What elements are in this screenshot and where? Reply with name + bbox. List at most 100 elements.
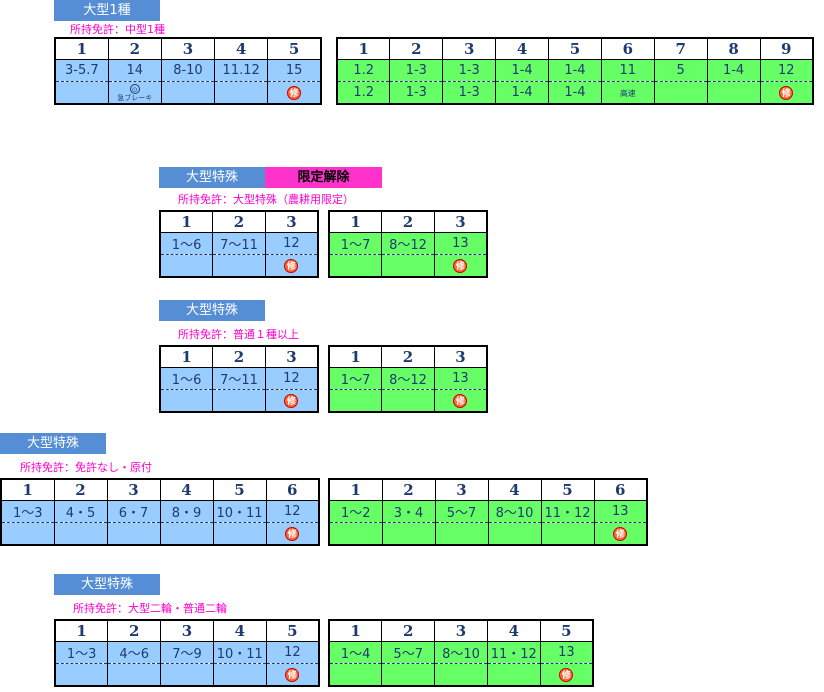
lesson-cell: 1-3 bbox=[442, 81, 496, 104]
lesson-cell bbox=[214, 81, 268, 104]
lesson-cell bbox=[434, 663, 488, 686]
lesson-cell bbox=[159, 522, 213, 545]
header-cell: 9 bbox=[759, 38, 813, 60]
section5-green-table: 1 2 3 4 5 1～4 5～7 8～10 11・12 13 修 bbox=[328, 619, 594, 687]
header-cell: 5 bbox=[265, 620, 319, 642]
lesson-cell: 1～3 bbox=[1, 500, 54, 523]
lesson-cell: 3・4 bbox=[381, 500, 435, 523]
section4-green-table: 1 2 3 4 5 6 1～2 3・4 5～7 8～10 11・12 13 修 bbox=[328, 478, 648, 546]
completion-mark-icon: 修 bbox=[285, 526, 300, 541]
lesson-cell: 8-10 bbox=[160, 59, 215, 82]
header-cell: 3 bbox=[433, 211, 487, 233]
lesson-cell bbox=[540, 522, 594, 545]
lesson-cell bbox=[434, 522, 488, 545]
lesson-cell: 1-4 bbox=[495, 81, 549, 104]
lesson-cell: 1～7 bbox=[329, 367, 382, 390]
lesson-cell bbox=[55, 81, 109, 104]
completion-mark-icon: 修 bbox=[779, 85, 794, 100]
header-cell: 5 bbox=[212, 479, 266, 501]
header-cell: 3 bbox=[264, 346, 318, 368]
header-cell: 3 bbox=[160, 620, 214, 642]
header-cell: 1 bbox=[337, 38, 390, 60]
lesson-cell bbox=[106, 522, 160, 545]
lesson-cell: 1.2 bbox=[337, 81, 390, 104]
lesson-cell: 1-3 bbox=[389, 59, 443, 82]
lesson-cell: 3-5.7 bbox=[55, 59, 109, 82]
lesson-cell: 1-4 bbox=[548, 81, 602, 104]
section2-badge: 限定解除 bbox=[265, 167, 382, 188]
lesson-cell: 11・12 bbox=[540, 500, 594, 523]
lesson-cell bbox=[53, 522, 107, 545]
section2-green-table: 1 2 3 1～7 8～12 13 修 bbox=[328, 210, 488, 278]
brake-label: 急ブレーキ bbox=[117, 94, 153, 102]
header-cell: 1 bbox=[1, 479, 54, 501]
lesson-cell: 1～2 bbox=[329, 500, 382, 523]
header-cell: 6 bbox=[600, 38, 655, 60]
lesson-cell: 1～4 bbox=[329, 641, 382, 664]
lesson-cell: 1-4 bbox=[495, 59, 549, 82]
section1-green-table: 1 2 3 4 5 6 7 8 9 1.2 1-3 1-3 1-4 1-4 11… bbox=[336, 37, 814, 105]
mark-cell: 修 bbox=[265, 522, 319, 545]
completion-mark-icon: 修 bbox=[613, 526, 628, 541]
header-cell: 2 bbox=[107, 620, 161, 642]
lesson-cell bbox=[160, 81, 215, 104]
lesson-cell bbox=[381, 254, 435, 277]
lesson-cell: 5～7 bbox=[381, 641, 435, 664]
lesson-cell: 13 bbox=[539, 641, 593, 664]
header-cell: 3 bbox=[264, 211, 318, 233]
header-cell: 5 bbox=[539, 620, 593, 642]
lesson-cell: 12 bbox=[264, 232, 318, 255]
header-cell: 5 bbox=[540, 479, 594, 501]
lesson-cell: 10・11 bbox=[212, 641, 267, 664]
section3-blue-table: 1 2 3 1～6 7～11 12 修 bbox=[159, 345, 319, 413]
section5-license: 所持免許：大型二輪・普通二輪 bbox=[73, 602, 227, 615]
lesson-cell: 11 bbox=[600, 59, 655, 82]
lesson-cell: 10・11 bbox=[212, 500, 266, 523]
lesson-cell: 1～7 bbox=[329, 232, 382, 255]
lesson-cell bbox=[1, 522, 54, 545]
lesson-cell: 12 bbox=[265, 500, 319, 523]
brake-cell: ⊙ 急ブレーキ bbox=[107, 81, 162, 104]
header-cell: 4 bbox=[495, 38, 549, 60]
completion-mark-icon: 修 bbox=[285, 667, 300, 682]
lesson-cell: 8～12 bbox=[381, 232, 435, 255]
section3-green-table: 1 2 3 1～7 8～12 13 修 bbox=[328, 345, 488, 413]
header-cell: 2 bbox=[212, 346, 266, 368]
lesson-cell bbox=[381, 389, 435, 412]
header-cell: 6 bbox=[265, 479, 319, 501]
lesson-cell: 7～11 bbox=[212, 232, 266, 255]
lesson-cell: 12 bbox=[265, 641, 319, 664]
header-cell: 3 bbox=[434, 620, 488, 642]
lesson-cell: 11・12 bbox=[486, 641, 541, 664]
section3-license: 所持免許：普通１種以上 bbox=[178, 328, 299, 341]
header-cell: 4 bbox=[487, 479, 541, 501]
lesson-cell: 1-4 bbox=[706, 59, 760, 82]
lesson-cell bbox=[212, 254, 266, 277]
lesson-cell: 8～10 bbox=[434, 641, 488, 664]
section4-license: 所持免許：免許なし・原付 bbox=[20, 461, 152, 474]
lesson-cell: 12 bbox=[264, 367, 318, 390]
mark-cell: 修 bbox=[433, 254, 487, 277]
mark-cell: 修 bbox=[539, 663, 593, 686]
completion-mark-icon: 修 bbox=[287, 85, 302, 100]
lesson-cell bbox=[55, 663, 108, 686]
lesson-cell bbox=[212, 389, 266, 412]
lesson-cell: 6・7 bbox=[106, 500, 160, 523]
lesson-cell bbox=[212, 663, 267, 686]
header-cell: 6 bbox=[593, 479, 647, 501]
lesson-cell bbox=[329, 663, 382, 686]
lesson-cell bbox=[329, 254, 382, 277]
lesson-cell: 8～10 bbox=[487, 500, 541, 523]
lesson-cell bbox=[486, 663, 541, 686]
lesson-cell: 4・5 bbox=[53, 500, 107, 523]
section5-blue-table: 1 2 3 4 5 1～3 4～6 7～9 10・11 12 修 bbox=[54, 619, 320, 687]
lesson-cell: 14 bbox=[107, 59, 162, 82]
header-cell: 3 bbox=[160, 38, 215, 60]
lesson-cell: 1-3 bbox=[389, 81, 443, 104]
lesson-cell: 5～7 bbox=[434, 500, 488, 523]
lesson-cell: 5 bbox=[653, 59, 708, 82]
lesson-cell: 8～12 bbox=[381, 367, 435, 390]
lesson-cell bbox=[381, 663, 435, 686]
lesson-cell bbox=[706, 81, 760, 104]
lesson-cell: 1-4 bbox=[548, 59, 602, 82]
